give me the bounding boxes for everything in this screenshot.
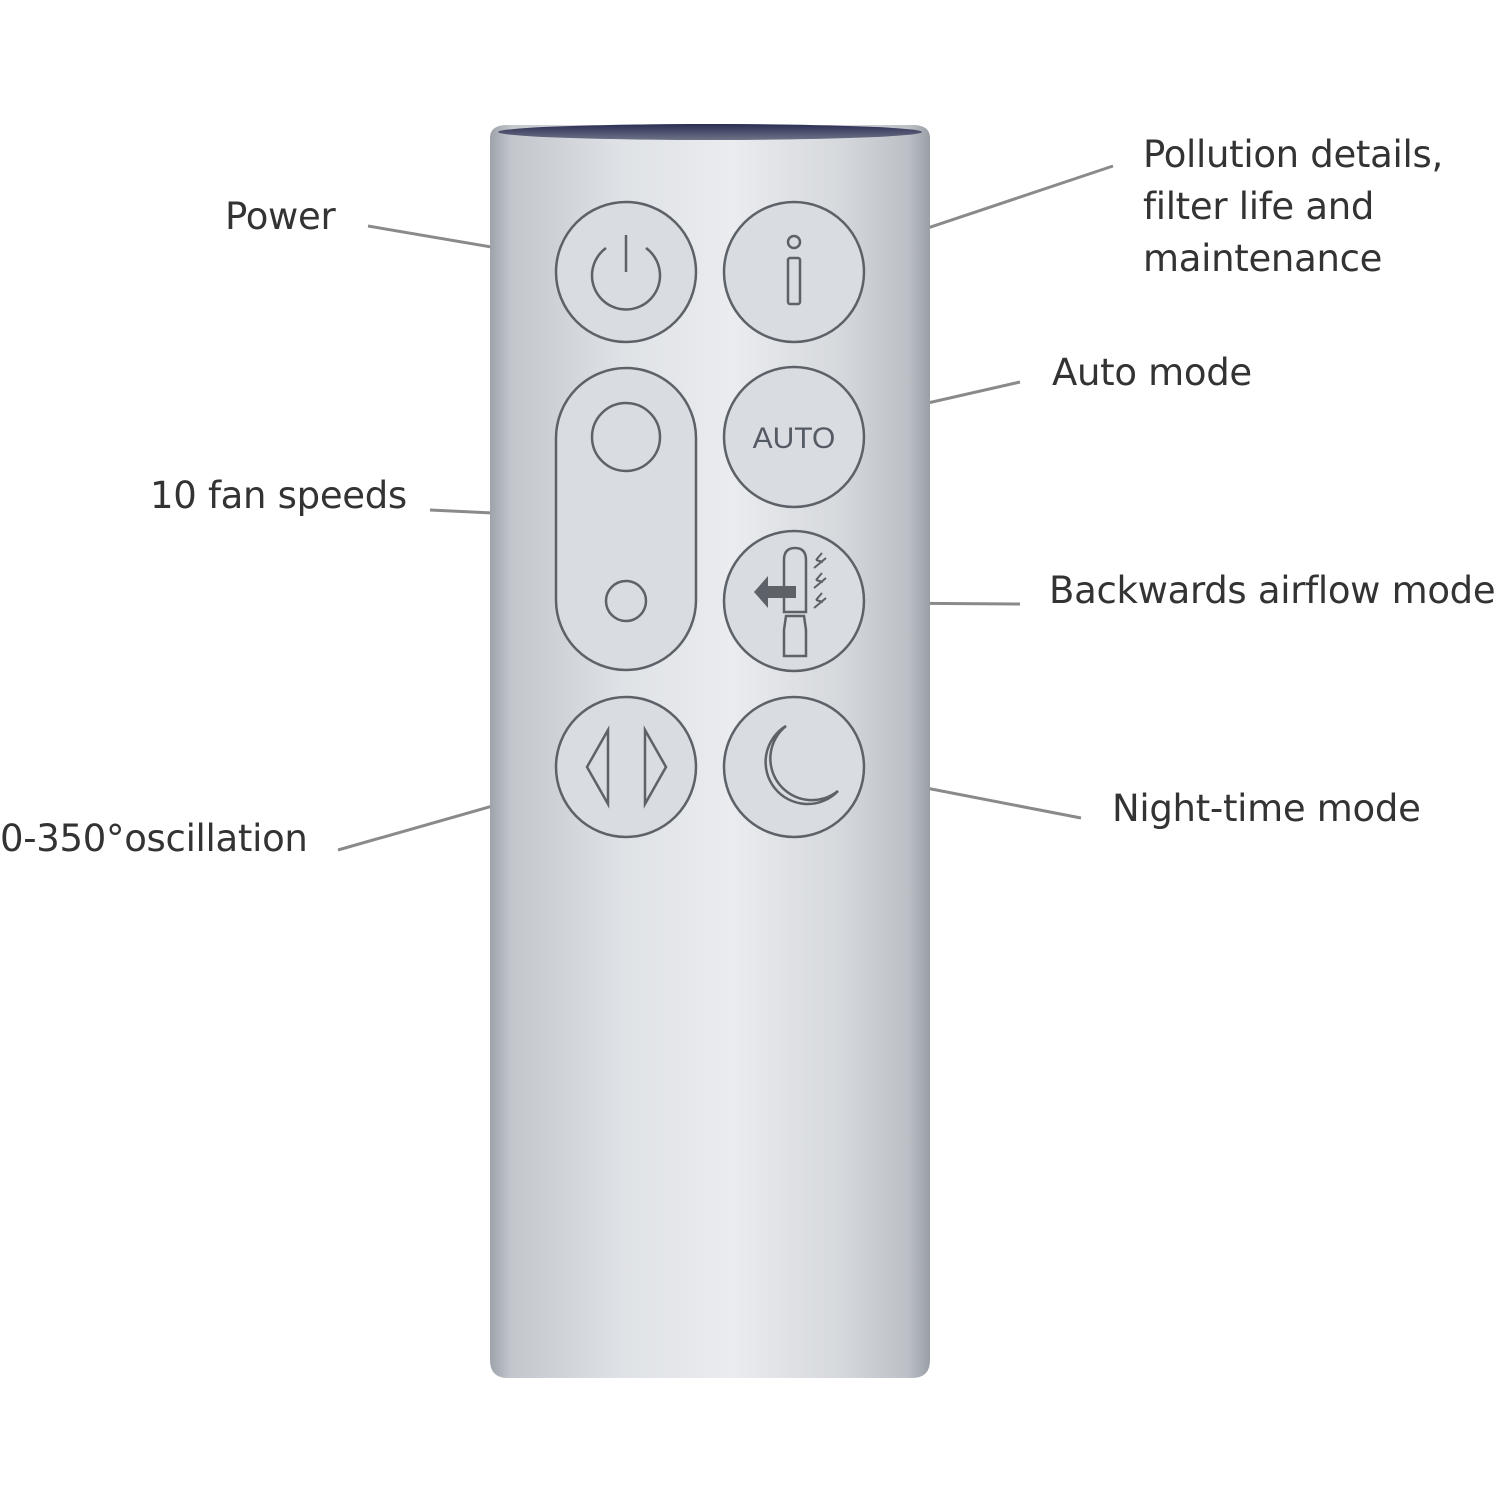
night-mode-button[interactable] xyxy=(722,695,866,839)
label-pollution-line-2: filter life and xyxy=(1143,185,1375,228)
remote-top-opening xyxy=(498,124,922,140)
label-night-mode: Night-time mode xyxy=(1112,787,1421,830)
power-icon xyxy=(590,235,662,311)
label-fan-speeds: 10 fan speeds xyxy=(150,474,407,517)
label-pollution-details: Pollution details, filter life and maint… xyxy=(1143,129,1443,285)
label-power: Power xyxy=(225,195,336,238)
label-backwards-airflow: Backwards airflow mode xyxy=(1049,569,1496,612)
oscillation-button[interactable] xyxy=(554,695,698,839)
power-button[interactable] xyxy=(554,200,698,344)
label-auto-mode: Auto mode xyxy=(1052,351,1252,394)
oscillation-arrows-icon xyxy=(585,725,668,809)
label-oscillation: 0-350°oscillation xyxy=(0,817,308,860)
label-pollution-line-3: maintenance xyxy=(1143,237,1383,280)
backwards-airflow-button[interactable] xyxy=(722,529,866,673)
backwards-airflow-icon xyxy=(754,546,827,658)
info-button[interactable] xyxy=(722,200,866,344)
remote-body xyxy=(490,124,930,1378)
label-pollution-line-1: Pollution details, xyxy=(1143,133,1443,176)
info-icon xyxy=(786,234,802,306)
moon-icon xyxy=(764,724,839,806)
speed-up-icon xyxy=(590,401,662,473)
fan-speed-button[interactable] xyxy=(554,366,698,672)
auto-button[interactable]: AUTO xyxy=(722,365,866,509)
speed-down-icon xyxy=(604,579,648,623)
auto-button-text: AUTO xyxy=(753,422,836,455)
